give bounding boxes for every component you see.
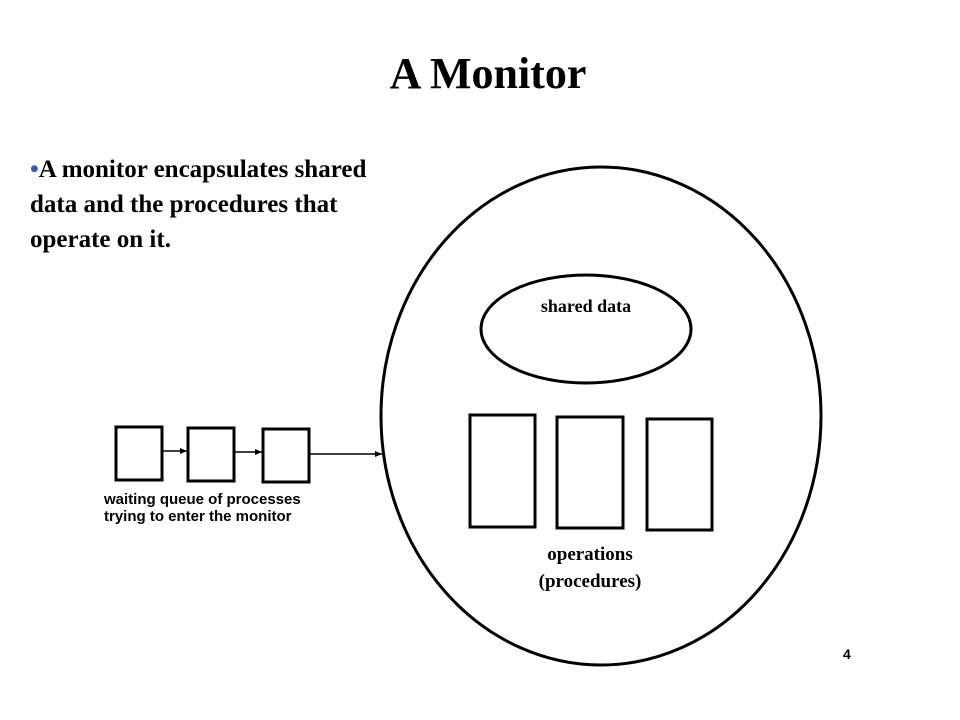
- bullet-marker: •: [30, 156, 39, 183]
- operations-label-line-2: (procedures): [538, 571, 642, 592]
- queue-label: waiting queue of processes trying to ent…: [104, 491, 301, 525]
- bullet-text: A monitor encapsulates shared data and t…: [30, 156, 367, 253]
- page-number: 4: [843, 646, 851, 662]
- shared-data-label: shared data: [540, 296, 632, 316]
- queue-label-line-2: trying to enter the monitor: [104, 508, 292, 525]
- shared-data-ellipse: [479, 273, 693, 385]
- queue-process-box-1: [114, 425, 164, 482]
- operation-box-1: [468, 413, 537, 529]
- queue-process-box-3: [261, 427, 311, 484]
- monitor-boundary: [379, 165, 823, 667]
- bullet-point: •A monitor encapsulates shared data and …: [30, 152, 380, 257]
- operations-label-line-1: operations: [547, 544, 633, 565]
- operation-box-2: [555, 415, 625, 530]
- queue-process-box-2: [186, 426, 236, 483]
- operations-label: operations (procedures): [490, 541, 690, 595]
- queue-label-line-1: waiting queue of processes: [104, 491, 301, 508]
- operation-box-3: [645, 417, 714, 532]
- slide-title: A Monitor: [389, 49, 587, 98]
